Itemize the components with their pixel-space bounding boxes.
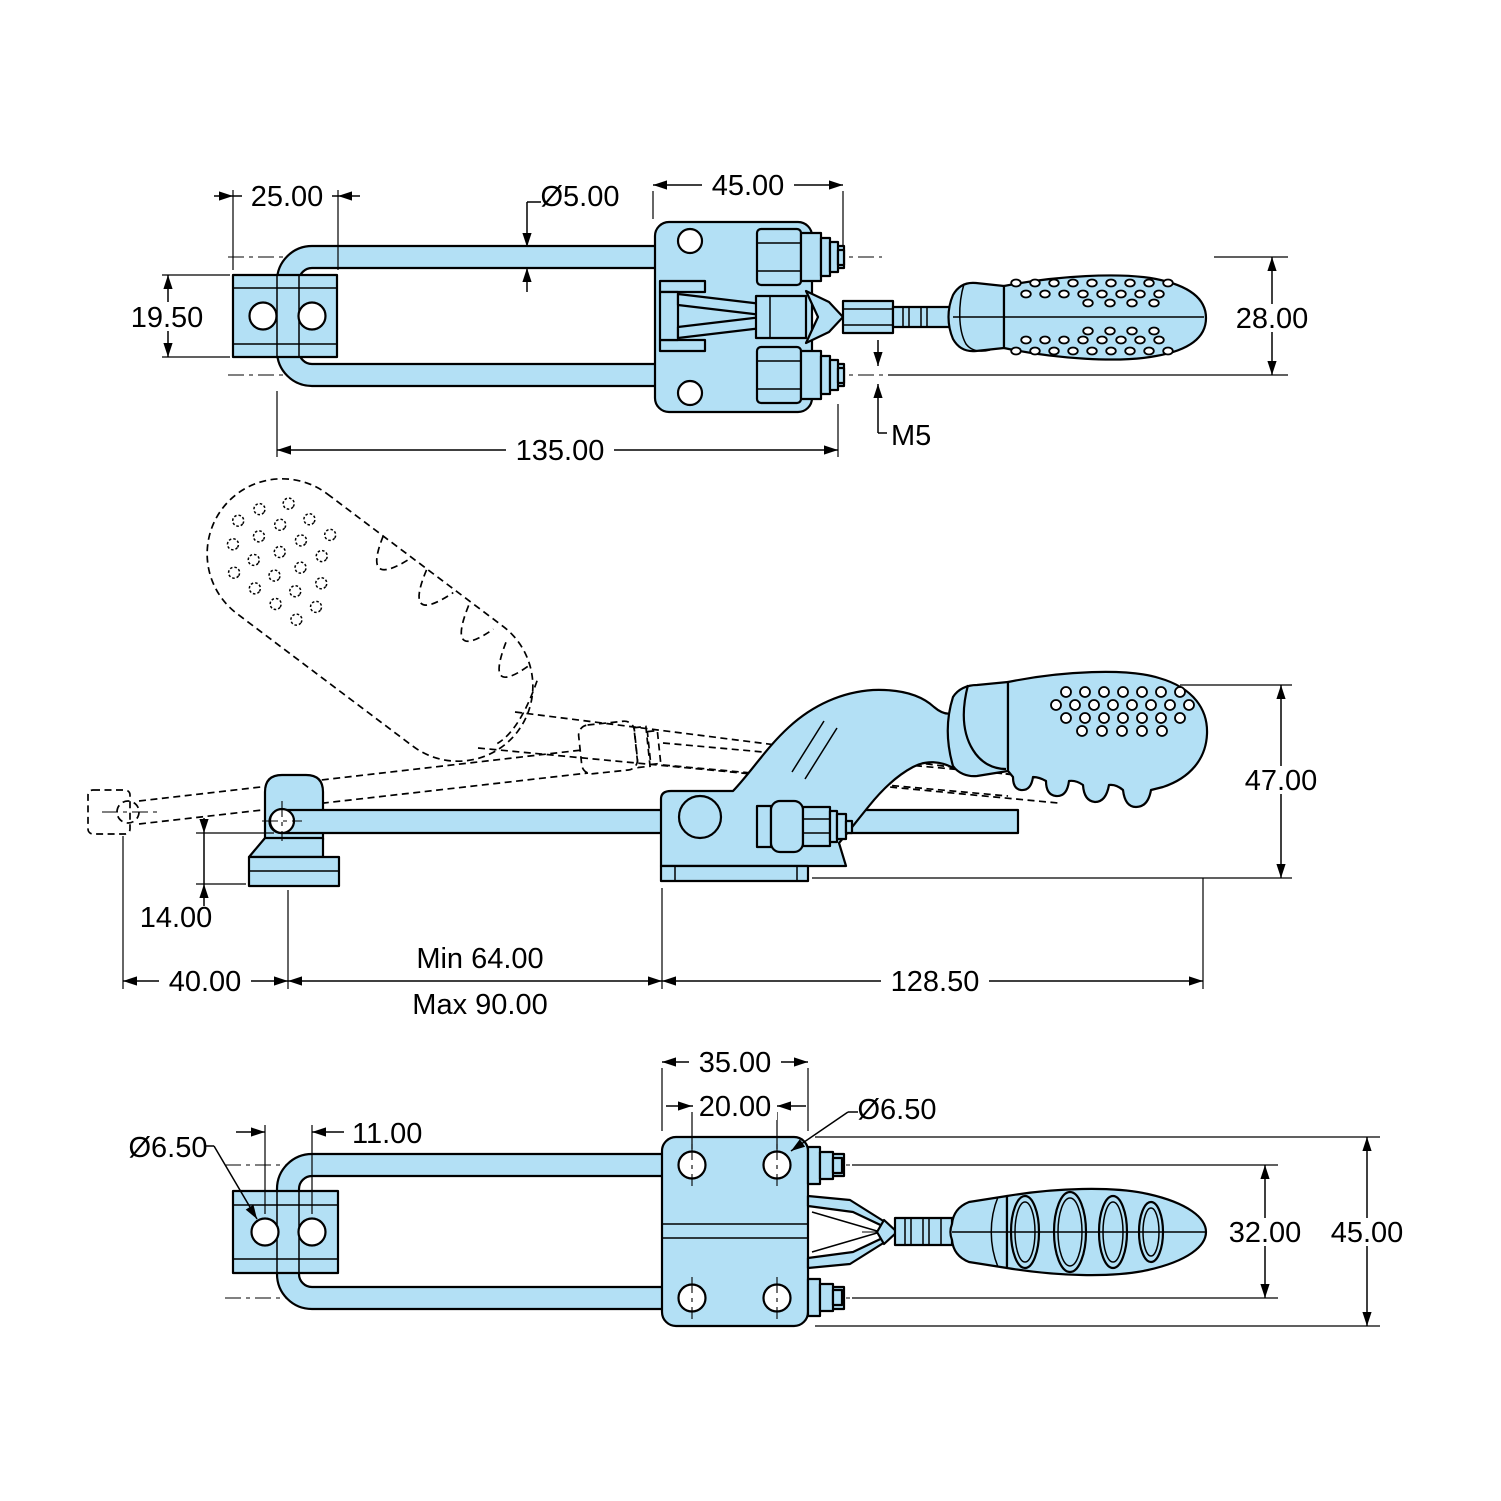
dim-thread-m5: M5: [891, 420, 931, 452]
dim-latch-width: 25.00: [251, 181, 324, 213]
grip-dimples-side: [1050, 686, 1195, 737]
rod-hex-nut-bottomview-1: [806, 1145, 844, 1186]
dim-offset-40: 40.00: [169, 966, 242, 998]
dim-latch-height: 19.50: [131, 302, 204, 334]
dim-base-35: 35.00: [699, 1047, 772, 1079]
handle-ferrule-side: [946, 680, 1010, 778]
dim-height-47: 47.00: [1245, 765, 1318, 797]
clamp-body-side: [659, 688, 955, 868]
open-handle-ghost: [206, 477, 538, 763]
pivot-boss: [677, 794, 723, 840]
dim-overall-45: 45.00: [1331, 1217, 1404, 1249]
dim-mount-hole-dia: Ø6.50: [858, 1094, 937, 1126]
dim-base-45: 45.00: [712, 170, 785, 202]
rod-hex-nut-bottom: [755, 345, 846, 405]
rod-hex-nut-top: [755, 227, 846, 287]
rod-hex-nut-bottomview-2: [806, 1277, 844, 1318]
dim-holes-20: 20.00: [699, 1091, 772, 1123]
top-view: [228, 220, 1208, 414]
open-position-ghost: [87, 477, 1063, 835]
dimension-texts: 25.00 19.50 Ø5.00 45.00 28.00 135.00 M5 …: [129, 170, 1404, 1249]
dim-rod-span-32: 32.00: [1229, 1217, 1302, 1249]
dimension-graphics: [121, 171, 1413, 1327]
dim-latch-holes-11: 11.00: [352, 1118, 422, 1150]
keeper-hole: [297, 1217, 327, 1247]
latch-rod-side: [268, 808, 1020, 835]
base-plate-bottom: [660, 1135, 810, 1328]
plate-slot-hole: [676, 379, 704, 407]
fork-spindle-bottom: [806, 1194, 954, 1270]
bottom-view: [225, 1135, 1208, 1328]
keeper-hole: [248, 301, 278, 331]
dim-overall-135: 135.00: [516, 435, 605, 467]
side-view: [87, 477, 1209, 888]
adjusting-nut-side: [755, 799, 854, 854]
dim-rod-spacing-28: 28.00: [1236, 303, 1309, 335]
base-plate-side: [659, 864, 810, 883]
grip-dimples-top: [1010, 278, 1174, 356]
keeper-hole: [297, 301, 327, 331]
dim-rod-diameter: Ø5.00: [541, 181, 620, 213]
dim-latch-hole-dia: Ø6.50: [129, 1132, 208, 1164]
dim-catch-14: 14.00: [140, 902, 213, 934]
toggle-mechanism-top: [658, 279, 957, 353]
dim-length-128-5: 128.50: [891, 966, 980, 998]
finger-grooves: [1009, 1190, 1165, 1274]
dim-reach-max: Max 90.00: [412, 989, 547, 1021]
keeper-hole: [250, 1217, 280, 1247]
dim-reach-min: Min 64.00: [416, 943, 543, 975]
plate-slot-hole: [676, 227, 704, 255]
